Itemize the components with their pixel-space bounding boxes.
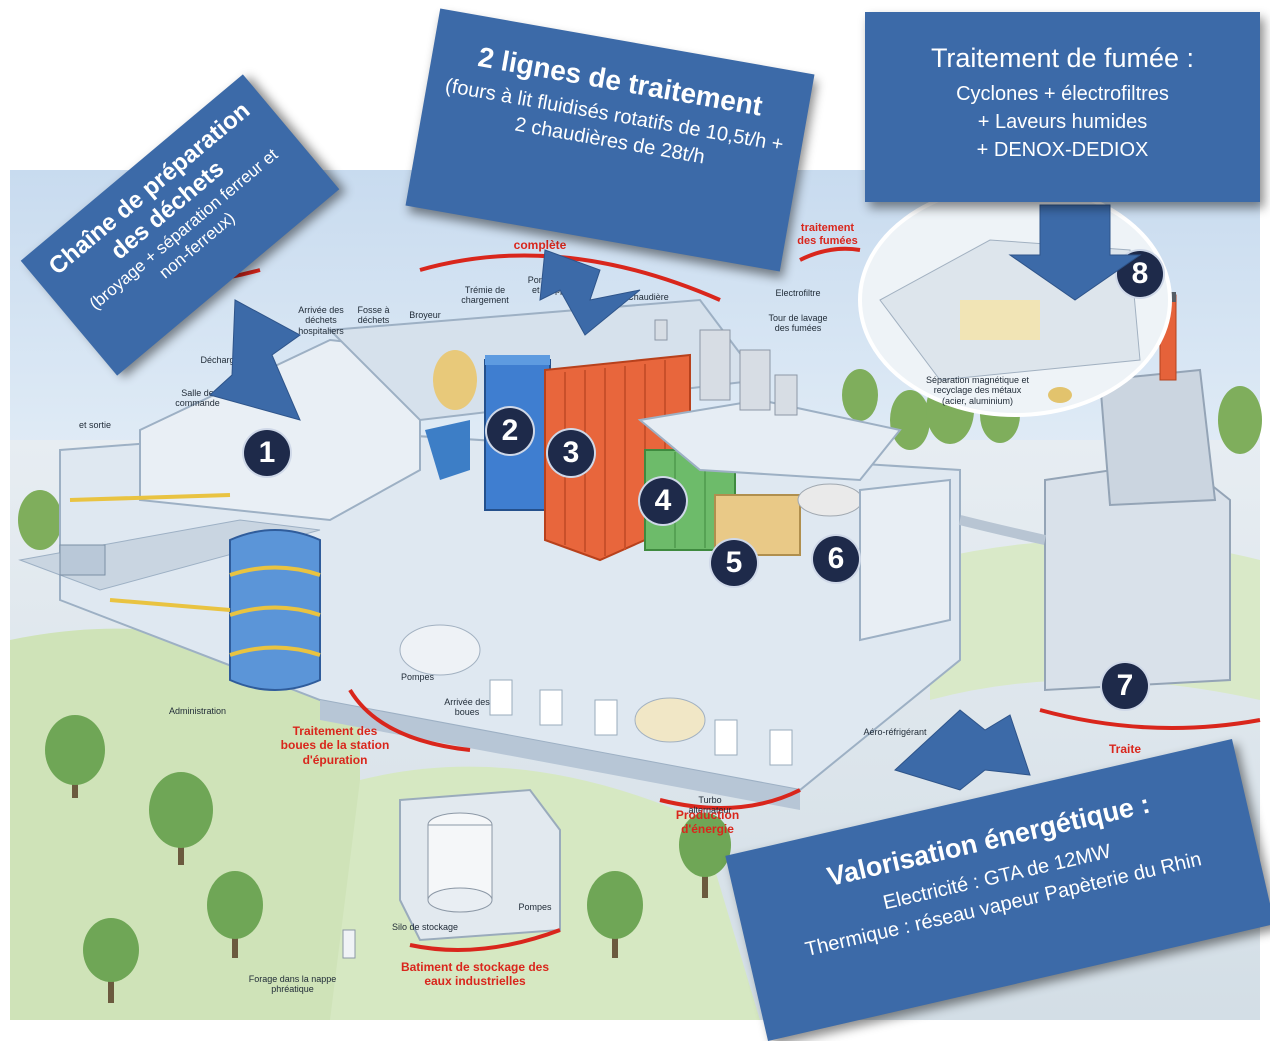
callout-fumee-title: Traitement de fumée : xyxy=(930,43,1195,73)
marker-4: 4 xyxy=(640,478,686,524)
label-fosse: Fosse à déchets xyxy=(357,305,390,326)
zone-incineration: complète xyxy=(513,238,567,252)
label-tremie: Trémie de chargement xyxy=(461,285,509,306)
zone-traitement-fumees: traitement des fumées xyxy=(797,222,858,248)
marker-7: 7 xyxy=(1102,663,1148,709)
zone-boues: Traitement des boues de la station d'épu… xyxy=(280,724,390,767)
label-tour-lavage: Tour de lavage des fumées xyxy=(768,313,828,334)
label-administration: Administration xyxy=(168,706,227,716)
callout-fumee-line2: + Laveurs humides xyxy=(977,111,1148,134)
marker-3: 3 xyxy=(548,430,594,476)
marker-1: 1 xyxy=(244,430,290,476)
marker-5: 5 xyxy=(711,540,757,586)
label-chaudiere: Chaudière xyxy=(627,292,669,302)
label-salle-commande: Salle de commande xyxy=(175,388,220,409)
callout-fumee-line1: Cyclones + électrofiltres xyxy=(956,83,1169,106)
label-aero-refrigerant: Aéro-réfrigérant xyxy=(863,727,927,737)
label-turbo-alternateur: Turbo alternateur xyxy=(688,795,732,816)
callout-traitement-fumee: Traitement de fumée : Cyclones + électro… xyxy=(865,12,1260,202)
zone-energie: Production d'énergie xyxy=(675,808,740,837)
label-pompes-stockage: Pompes xyxy=(518,902,552,912)
label-pompes-boues: Pompes xyxy=(400,672,435,682)
label-silo-stockage: Silo de stockage xyxy=(391,922,459,932)
marker-6: 6 xyxy=(813,536,859,582)
callout-fumee-line3: + DENOX-DEDIOX xyxy=(976,139,1149,162)
zone-traitement-7: Traite xyxy=(1108,742,1141,756)
zone-stockage-eaux: Batiment de stockage des eaux industriel… xyxy=(400,960,550,989)
label-separation-metaux: Séparation magnétique et recyclage des m… xyxy=(925,375,1030,406)
marker-8: 8 xyxy=(1117,251,1163,297)
label-sortie: et sortie xyxy=(78,420,111,430)
marker-2: 2 xyxy=(487,408,533,454)
label-arrivee-boues: Arrivée des boues xyxy=(444,697,490,718)
label-arrivee-hospitaliers: Arrivée des déchets hospitaliers xyxy=(298,305,344,336)
label-broyeur: Broyeur xyxy=(409,310,441,320)
label-forage: Forage dans la nappe phréatique xyxy=(248,974,337,995)
label-decharge: Décharge xyxy=(200,355,240,365)
label-electrofiltre: Electrofiltre xyxy=(775,288,821,298)
